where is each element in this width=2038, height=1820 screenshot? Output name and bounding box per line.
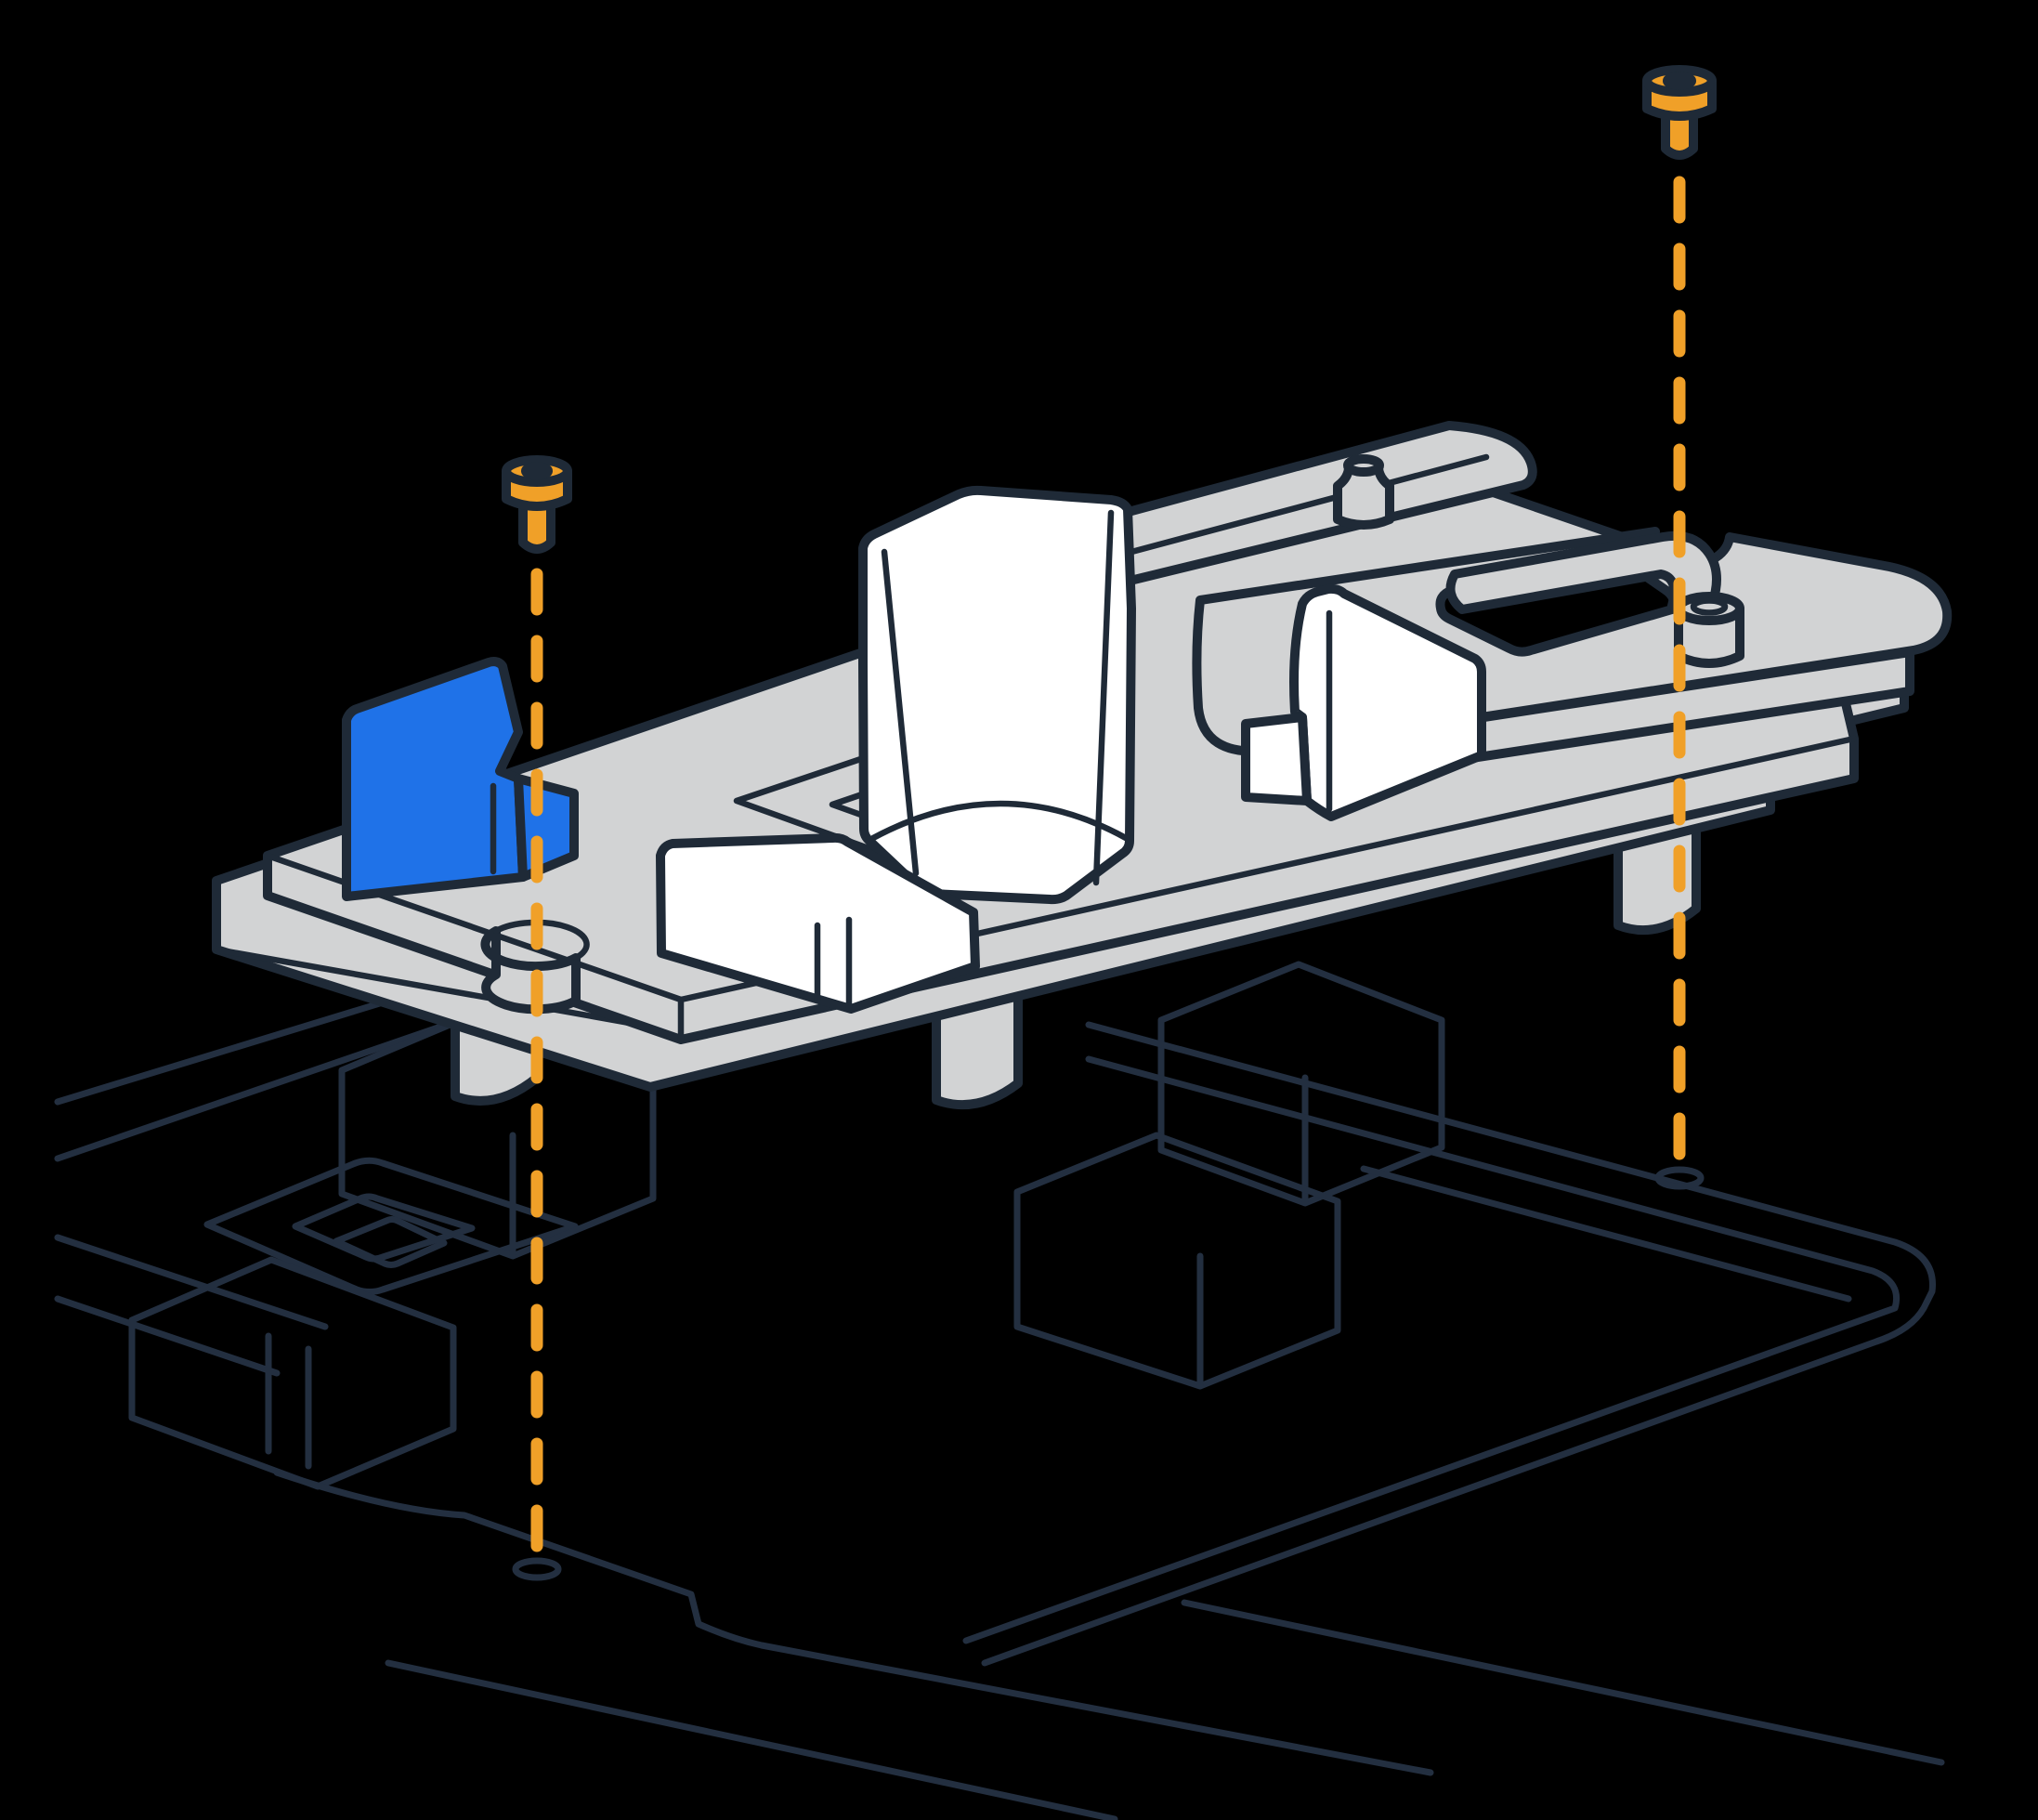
chassis-indent-outer — [203, 1157, 579, 1295]
screw-notch-left — [480, 919, 590, 1015]
stud-back-top — [1343, 454, 1384, 477]
target-hole-right — [1654, 1166, 1705, 1190]
screw-right-shaft — [1661, 107, 1698, 160]
chassis-clip-outline — [128, 1256, 457, 1490]
chassis-bottom-line-2 — [1181, 1599, 1945, 1766]
screw-right-drive-socket — [1663, 72, 1696, 90]
chassis-clip-box — [128, 1256, 457, 1490]
retention-clip-right — [1241, 583, 1486, 821]
chassis-edge-left-2 — [54, 1295, 281, 1377]
right-clip-main-face — [1289, 583, 1486, 821]
shield-outline — [858, 485, 1136, 905]
mounting-plate-front-edge — [264, 735, 1858, 1043]
blue-clip-main-face — [342, 657, 528, 901]
locator-stud-front — [1674, 592, 1744, 668]
chassis-front-rim — [273, 1469, 1434, 1776]
retention-clip-front — [656, 832, 980, 1014]
screw-right — [1642, 65, 1717, 160]
chassis-rim-step — [1360, 1165, 1852, 1303]
chassis-bottom-line-1 — [385, 1659, 1118, 1820]
stud-front-ring — [1690, 597, 1729, 616]
right-clip-wrap-face — [1241, 713, 1312, 805]
shield-valley — [869, 800, 1130, 842]
screw-left-shaft — [518, 497, 555, 554]
mounting-module — [212, 421, 1953, 1110]
screw-left-drive-socket — [521, 462, 553, 480]
screw-left — [502, 455, 572, 554]
chassis-rim-outer — [981, 1021, 1936, 1667]
fasteners — [502, 65, 1717, 1565]
emi-shield-clip — [858, 485, 1136, 905]
shield-fold-right — [1092, 509, 1115, 886]
chassis-standoff-b — [1157, 961, 1445, 1207]
chassis-rim — [962, 1021, 1936, 1667]
notch-left-rim — [492, 919, 590, 962]
chassis-edge-left-1 — [54, 1234, 329, 1330]
chassis-square-indent — [203, 1157, 579, 1295]
white-clips — [656, 485, 1486, 1014]
guide-lines — [530, 176, 1686, 1565]
chassis-standoff-c — [1013, 1132, 1341, 1390]
notch-left-wall — [480, 926, 581, 1015]
locator-stud-back — [1333, 454, 1394, 530]
retention-clip-highlighted — [342, 657, 579, 901]
blue-clip-wrap-face — [514, 774, 579, 882]
chassis-rim-inner — [962, 1055, 1900, 1644]
stud-back-body — [1333, 464, 1394, 530]
chassis-indent-inner — [333, 1216, 448, 1268]
target-hole-left — [512, 1557, 562, 1581]
